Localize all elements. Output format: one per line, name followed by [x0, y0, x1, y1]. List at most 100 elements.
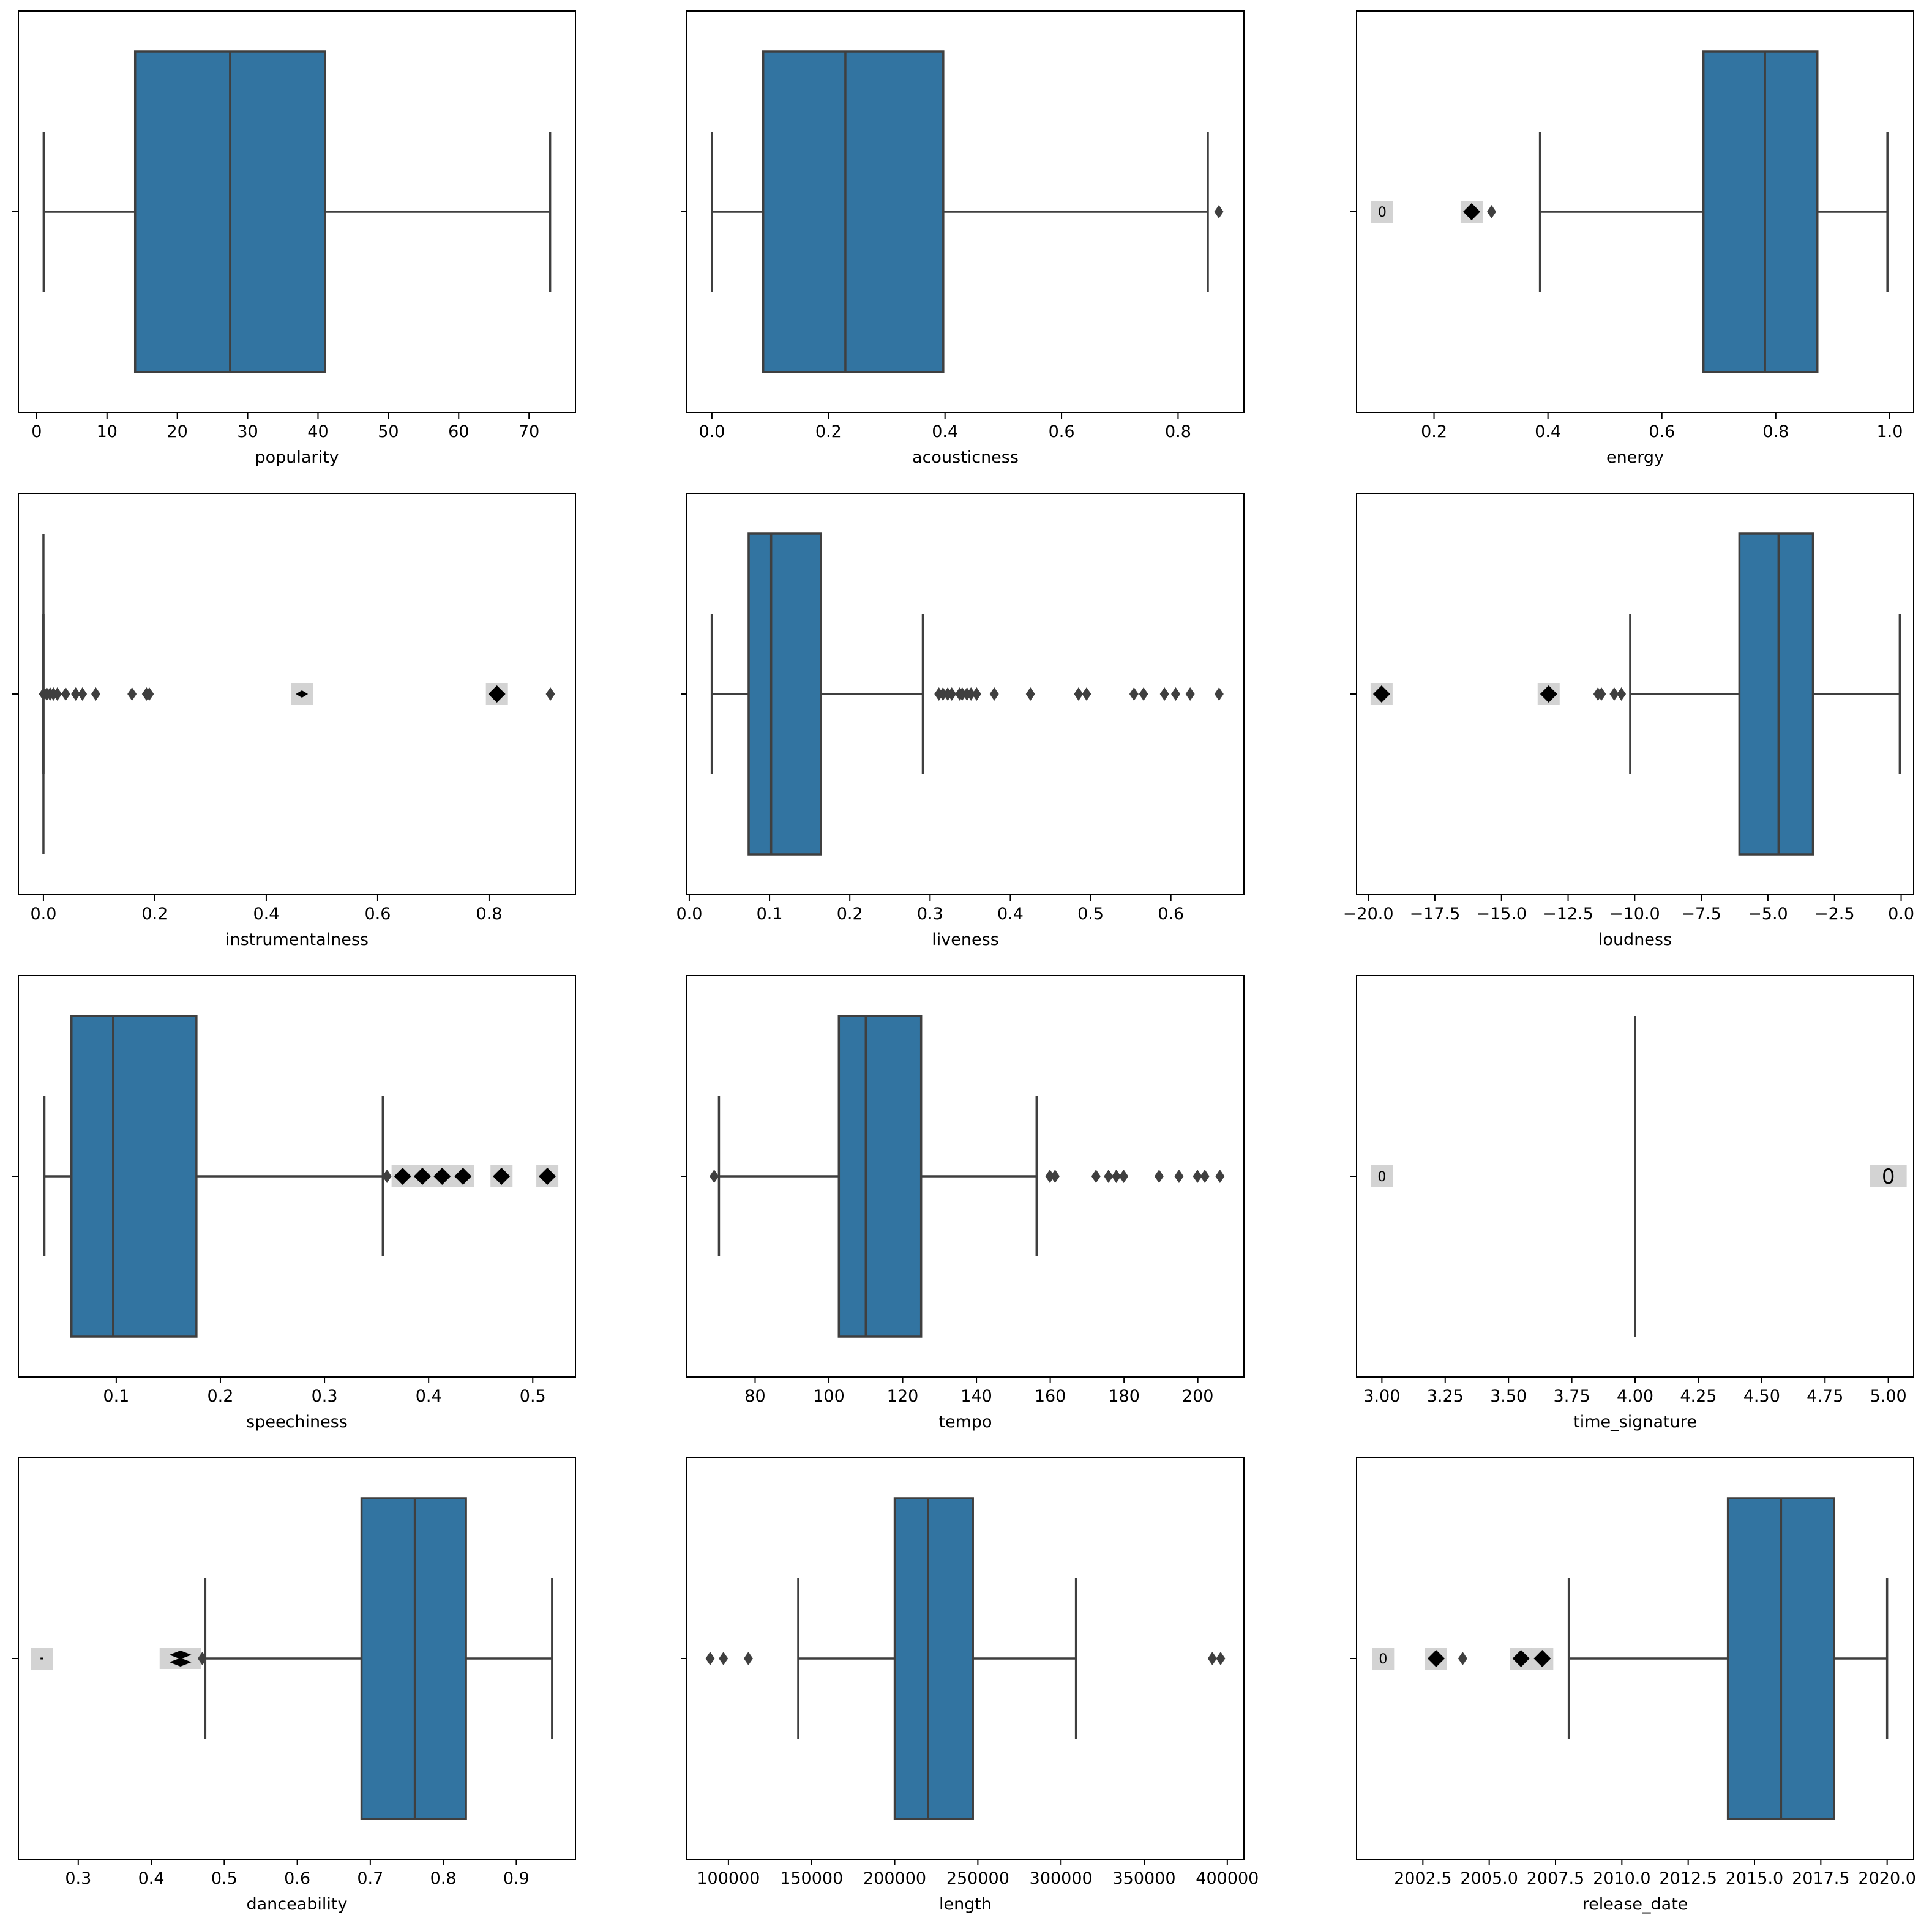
x-tick-label: 4.75: [1807, 1387, 1843, 1406]
outlier-point: [545, 687, 555, 701]
x-tick-label: 180: [1108, 1387, 1140, 1406]
box-iqr: [70, 1015, 198, 1338]
x-tick-label: 5.00: [1870, 1387, 1907, 1406]
x-tick-label: 2015.0: [1726, 1869, 1783, 1888]
x-tick-label: 1.0: [1876, 422, 1903, 441]
box-iqr: [837, 1015, 923, 1338]
x-tick-label: 0.6: [1158, 905, 1184, 924]
outlier-point: [1159, 687, 1169, 701]
x-tick-label: 400000: [1196, 1869, 1259, 1888]
x-tick-label: 0.6: [1049, 422, 1075, 441]
outlier-point: [719, 1652, 728, 1665]
x-tick-label: 40: [307, 422, 328, 441]
outlier-point: [433, 1168, 451, 1185]
outlier-point: [1458, 1652, 1467, 1665]
outlier-point: [1154, 1170, 1164, 1183]
x-tick-label: 0.4: [1535, 422, 1561, 441]
outlier-highlight-bg: [1372, 1648, 1395, 1670]
outlier-point: [454, 1168, 472, 1185]
outlier-point: [1200, 1170, 1210, 1183]
x-tick-label: 3.00: [1363, 1387, 1400, 1406]
x-tick-label: 200: [1182, 1387, 1214, 1406]
x-tick-label: 3.75: [1554, 1387, 1590, 1406]
outlier-point: [1129, 687, 1139, 701]
x-tick-label: 0.8: [476, 905, 502, 924]
outlier-point: [1540, 685, 1557, 703]
outlier-point: [938, 687, 948, 701]
outlier-highlight-bg: [1371, 201, 1393, 223]
outlier-point: [1104, 1170, 1114, 1183]
x-tick-label: 0.0: [676, 905, 702, 924]
x-tick-label: 30: [237, 422, 258, 441]
outlier-point: [1074, 687, 1084, 701]
outlier-point: [1025, 687, 1035, 701]
outlier-point: [53, 687, 62, 701]
outlier-point: [493, 1168, 511, 1185]
x-tick-label: 0.2: [1421, 422, 1447, 441]
x-tick-label: 0.2: [837, 905, 863, 924]
x-tick-label: 2007.5: [1527, 1869, 1584, 1888]
x-axis-label: tempo: [938, 1413, 992, 1431]
box-iqr: [893, 1497, 974, 1820]
x-tick-label: 2017.5: [1792, 1869, 1849, 1888]
x-tick-label: 160: [1035, 1387, 1066, 1406]
x-tick-label: −10.0: [1609, 905, 1660, 924]
outlier-point: [296, 690, 309, 698]
x-tick-label: 100000: [697, 1869, 760, 1888]
outlier-point: [1617, 687, 1627, 701]
outlier-zero-label: 0: [1378, 205, 1387, 220]
x-tick-label: 0.2: [141, 905, 168, 924]
outlier-point: [1111, 1170, 1121, 1183]
x-tick-label: 0.9: [503, 1869, 530, 1888]
x-tick-label: 0.5: [1077, 905, 1104, 924]
x-tick-label: 4.25: [1680, 1387, 1717, 1406]
outlier-point: [1045, 1170, 1055, 1183]
outlier-point: [91, 687, 100, 701]
x-tick-label: 200000: [863, 1869, 926, 1888]
x-tick-label: 0.4: [416, 1387, 442, 1406]
outlier-point: [1082, 687, 1091, 701]
x-axis-label: time_signature: [1573, 1413, 1697, 1431]
x-tick-label: 0.6: [1649, 422, 1675, 441]
outlier-point: [144, 687, 154, 701]
x-tick-label: 2002.5: [1394, 1869, 1451, 1888]
x-tick-label: 0.0: [30, 905, 56, 924]
x-tick-label: 0.0: [698, 422, 725, 441]
x-tick-label: 0.0: [1888, 905, 1914, 924]
outlier-point: [1609, 687, 1619, 701]
x-axis-label: release_date: [1582, 1895, 1688, 1914]
x-tick-label: 2020.0: [1858, 1869, 1915, 1888]
x-tick-label: 0.5: [520, 1387, 546, 1406]
x-tick-label: 0.4: [253, 905, 279, 924]
x-tick-label: 0.1: [757, 905, 783, 924]
x-tick-label: 100: [813, 1387, 845, 1406]
x-tick-label: 70: [519, 422, 539, 441]
x-tick-label: 4.00: [1617, 1387, 1653, 1406]
x-tick-label: 0.2: [208, 1387, 234, 1406]
outlier-point: [394, 1168, 411, 1185]
x-tick-label: −2.5: [1814, 905, 1855, 924]
x-tick-label: 0.6: [284, 1869, 310, 1888]
outlier-point: [382, 1170, 392, 1183]
x-tick-label: 0.3: [65, 1869, 91, 1888]
outlier-point: [488, 685, 506, 703]
x-tick-label: −7.5: [1681, 905, 1721, 924]
x-tick-label: 0.1: [103, 1387, 129, 1406]
x-tick-label: 150000: [780, 1869, 843, 1888]
outlier-point: [78, 687, 88, 701]
outlier-point: [1372, 685, 1390, 703]
outlier-point: [1462, 203, 1480, 220]
x-axis-label: loudness: [1598, 930, 1672, 949]
outlier-point: [169, 1651, 192, 1659]
x-axis-label: length: [939, 1895, 992, 1914]
box-iqr: [762, 50, 945, 373]
x-tick-label: 2005.0: [1460, 1869, 1518, 1888]
x-tick-label: −12.5: [1543, 905, 1593, 924]
outlier-point: [1050, 1170, 1060, 1183]
